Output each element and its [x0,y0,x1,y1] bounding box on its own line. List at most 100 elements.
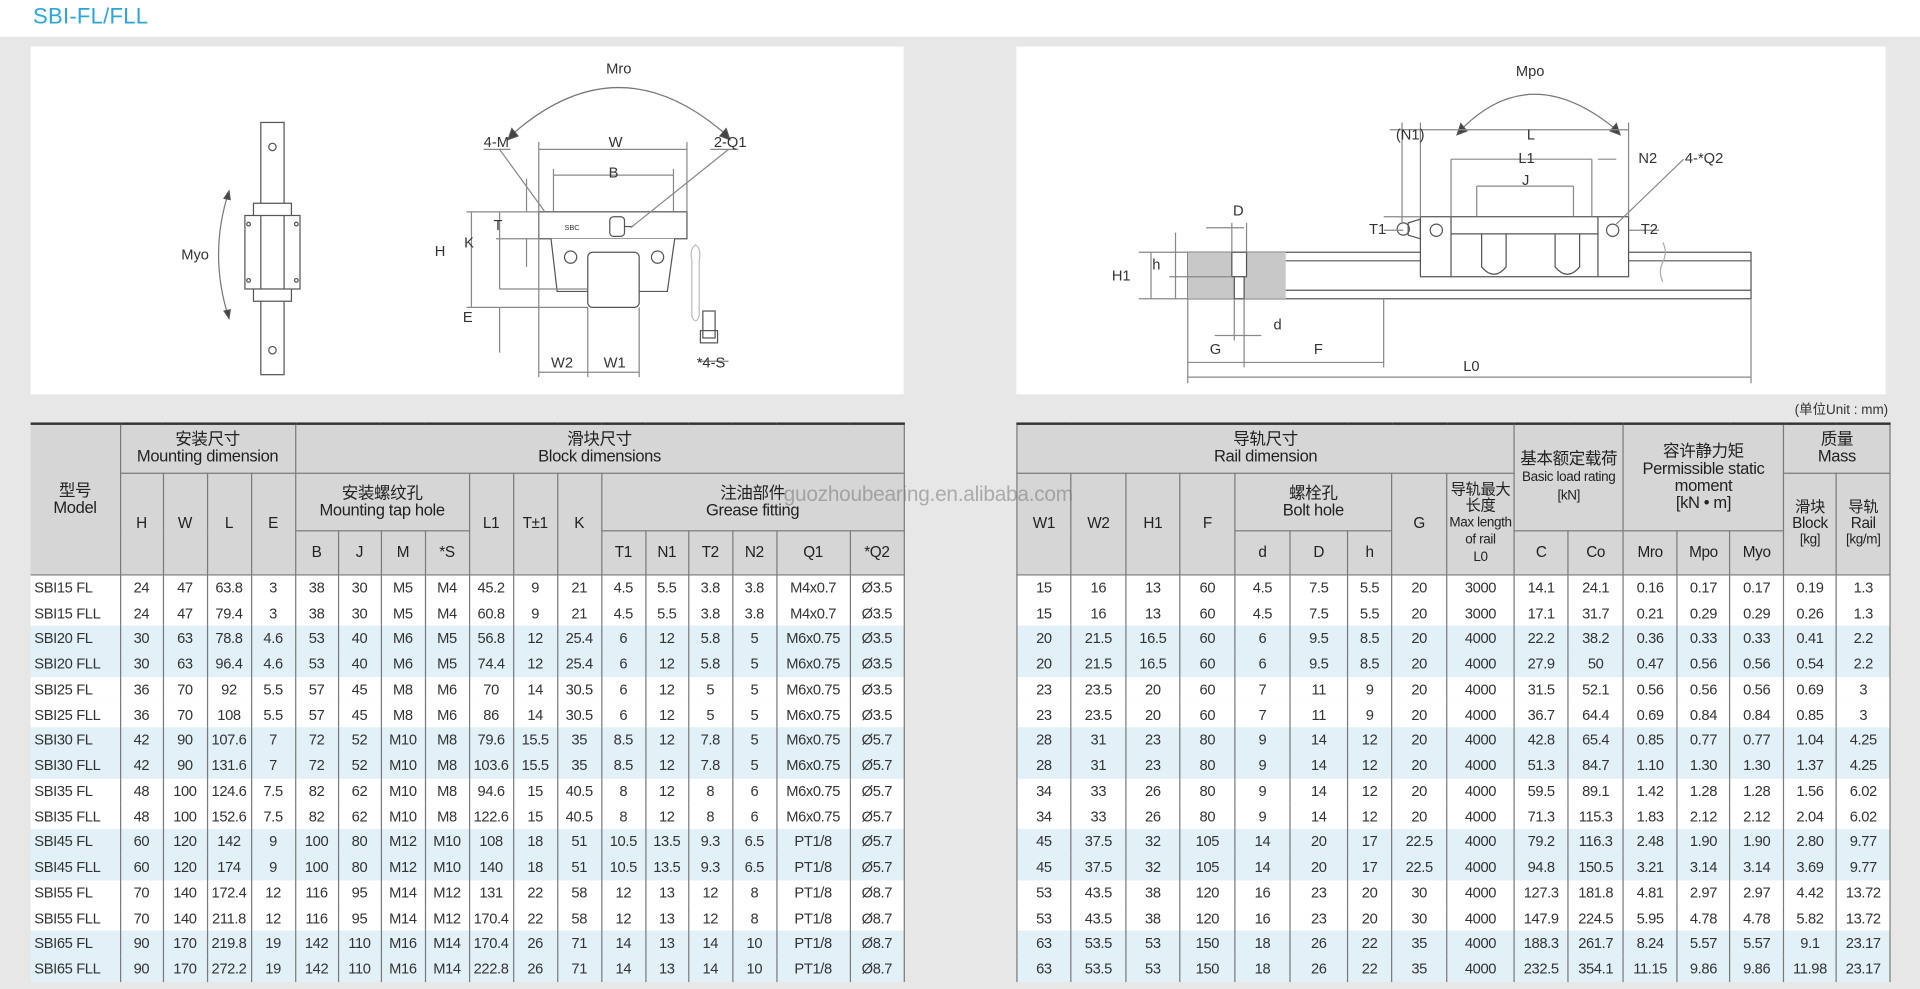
value-cell: 20 [1125,676,1181,702]
value-cell: 22.5 [1391,828,1448,855]
value-cell: 0.33 [1729,625,1785,652]
value-cell: 4.25 [1835,752,1891,779]
value-cell: 20 [1391,600,1448,626]
value-cell: 0.84 [1676,701,1731,728]
value-cell: 84.7 [1567,752,1624,779]
value-cell: 20 [1346,905,1393,931]
value-cell: 12 [1346,803,1393,829]
value-cell: 34 [1016,778,1072,804]
value-cell: 23.17 [1835,930,1891,957]
block-top-view [244,214,301,290]
value-cell: 16 [1234,905,1291,931]
value-cell: 43.5 [1070,879,1127,906]
value-cell: 16 [1234,879,1291,906]
value-cell: 5.5 [1346,600,1393,626]
value-cell: 9.86 [1676,956,1731,982]
value-cell: 45 [337,701,382,728]
value-cell: 74.4 [468,651,514,677]
value-cell: 124.6 [206,778,252,804]
value-cell: 51.3 [1513,752,1569,779]
model-cell: SBI55 FL [30,879,121,906]
value-cell: 40 [337,625,382,652]
value-cell: 90 [162,727,208,753]
value-cell: M8 [424,803,470,829]
value-cell: M5 [424,625,470,652]
value-cell: 3 [250,574,296,601]
value-cell: 12 [687,905,733,931]
value-cell: 20 [1391,701,1448,728]
header-d-small: d [1234,529,1291,575]
value-cell: 4.81 [1622,879,1678,906]
label-k: K [464,235,474,251]
value-cell: 9.77 [1835,854,1891,880]
value-cell: 57 [294,676,339,702]
value-cell: 71.3 [1513,803,1569,829]
value-cell: 0.21 [1622,600,1678,626]
value-cell: 21 [556,574,602,601]
value-cell: 12 [644,752,689,779]
value-cell: 13.72 [1835,905,1891,931]
value-cell: 10.5 [600,854,646,880]
label-4-s: *4-S [697,355,726,371]
value-cell: 4.5 [1234,574,1291,601]
value-cell: 13.5 [644,854,689,880]
model-cell: SBI35 FLL [30,803,121,829]
value-cell: 70 [162,701,208,728]
value-cell: 6.02 [1835,803,1891,829]
label-mpo: Mpo [1516,64,1545,80]
value-cell: 142 [294,930,339,957]
value-cell: M6x0.75 [775,752,851,779]
value-cell: 0.77 [1729,727,1785,753]
value-cell: M12 [380,828,426,855]
value-cell: 8.5 [1346,625,1393,652]
value-cell: 63 [162,625,208,652]
value-cell: 36 [119,676,164,702]
value-cell: 63 [1016,956,1072,982]
label-h: h [1152,257,1160,273]
value-cell: 0.17 [1676,574,1731,601]
value-cell: 51 [556,854,602,880]
value-cell: 5 [687,701,733,728]
value-cell: 6 [600,701,646,728]
value-cell: 20 [1125,701,1181,728]
value-cell: 12 [1346,727,1393,753]
value-cell: 78.8 [206,625,252,652]
value-cell: 45 [337,676,382,702]
value-cell: 60 [1179,600,1236,626]
header-myo: Myo [1729,529,1785,575]
value-cell: 5 [731,625,777,652]
label-myo: Myo [181,248,209,264]
value-cell: 40 [337,651,382,677]
value-cell: 100 [162,778,208,804]
value-cell: 34 [1016,803,1072,829]
value-cell: 53 [1125,930,1181,957]
value-cell: 15.5 [512,727,558,753]
value-cell: 64.4 [1567,701,1624,728]
value-cell: 79.2 [1513,828,1569,855]
value-cell: PT1/8 [775,956,851,982]
value-cell: 7.8 [687,752,733,779]
value-cell: 0.85 [1622,727,1678,753]
value-cell: 20 [1391,676,1448,702]
value-cell: 8 [731,879,777,906]
value-cell: 23.5 [1070,676,1127,702]
value-cell: 5.8 [687,625,733,652]
value-cell: 24 [119,600,164,626]
value-cell: 0.56 [1676,651,1731,677]
header-t: T±1 [512,472,558,575]
value-cell: 7 [250,727,296,753]
value-cell: 5.5 [644,574,689,601]
value-cell: 16 [1070,574,1127,601]
value-cell: 8 [600,803,646,829]
value-cell: 105 [1179,854,1236,880]
value-cell: 17.1 [1513,600,1569,626]
value-cell: Ø8.7 [849,956,905,982]
value-cell: 20 [1391,752,1448,779]
value-cell: 12 [644,778,689,804]
value-cell: M6x0.75 [775,778,851,804]
